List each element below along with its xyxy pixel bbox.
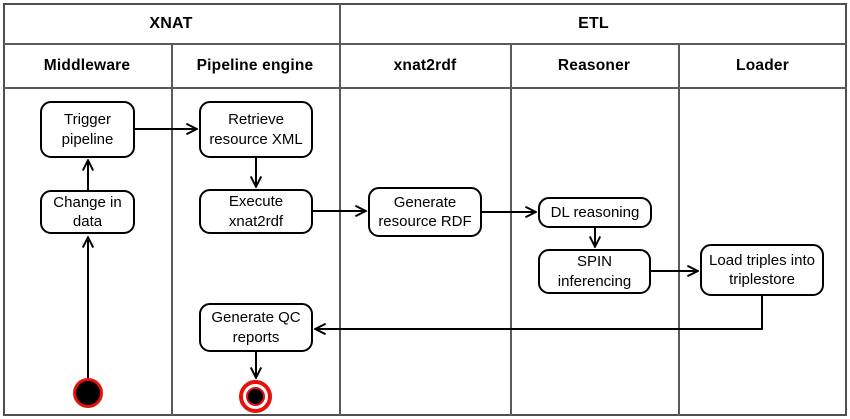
- lane-divider-reasoner-loader: [678, 43, 680, 416]
- final-node-core: [246, 387, 265, 406]
- activity-dl-reasoning: DL reasoning: [538, 197, 652, 228]
- activity-spin-inferencing: SPIN inferencing: [538, 249, 651, 294]
- lane-divider-xnat-etl: [339, 3, 341, 416]
- lane-divider-xnat2rdf-reasoner: [510, 43, 512, 416]
- lane-header-xnat2rdf: xnat2rdf: [393, 56, 457, 74]
- lane-header-loader: Loader: [736, 56, 789, 74]
- lane-header-pipeline-engine: Pipeline engine: [196, 56, 314, 74]
- activity-generate-resource-rdf: Generate resource RDF: [368, 187, 482, 237]
- final-node-icon: [239, 380, 272, 413]
- activity-load-triples: Load triples into triplestore: [700, 244, 824, 296]
- lane-header-reasoner: Reasoner: [557, 56, 631, 74]
- activity-retrieve-resource-xml: Retrieve resource XML: [199, 101, 313, 158]
- activity-trigger-pipeline: Trigger pipeline: [40, 101, 135, 158]
- group-header-xnat: XNAT: [149, 14, 193, 32]
- group-header-etl: ETL: [578, 14, 609, 32]
- lane-divider-middleware-pipeline: [171, 43, 173, 416]
- activity-execute-xnat2rdf: Execute xnat2rdf: [199, 189, 313, 234]
- lane-header-divider: [3, 87, 847, 89]
- activity-change-in-data: Change in data: [40, 190, 135, 234]
- initial-node-icon: [73, 378, 103, 408]
- lane-header-middleware: Middleware: [43, 56, 131, 74]
- activity-generate-qc-reports: Generate QC reports: [199, 303, 313, 352]
- header-row-divider: [3, 43, 847, 45]
